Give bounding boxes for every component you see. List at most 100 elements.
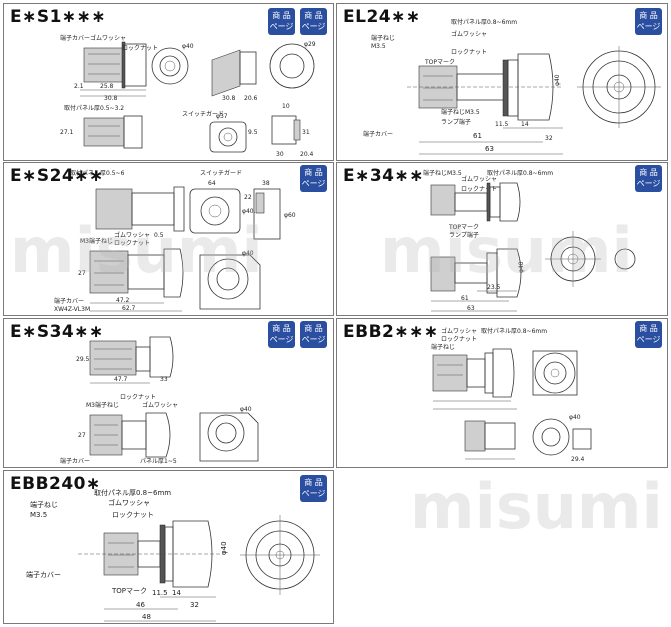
dim: 27 [78, 432, 86, 439]
dim: 23.5 [487, 284, 501, 291]
dim: 29.5 [76, 356, 90, 363]
product-page-button[interactable]: 商 品ページ [635, 165, 662, 192]
badge-text: ページ [301, 22, 326, 31]
dim: 11.5 [152, 589, 168, 597]
dim: 38 [262, 180, 270, 187]
label: ランプ端子 [449, 231, 479, 239]
dim: 20.6 [244, 95, 258, 102]
dim: φ40 [569, 414, 581, 421]
dim: 32 [545, 135, 553, 142]
es24-drawing: 取付パネル厚0.5~6 スイッチガード 64 φ40.2 38 22 φ60 M… [54, 169, 296, 313]
panel-title: EBB2∗∗∗ [343, 322, 439, 342]
label: 取付パネル厚0.8~6mm [481, 327, 547, 335]
dim: φ37 [216, 113, 228, 120]
dim: 47.2 [116, 297, 130, 304]
watermark: misumi [410, 470, 663, 543]
panel-ebb240: EBB240∗ 商 品ページ 端子ねじ M3.5 取付パネル厚0.8~6mm ゴ… [3, 470, 334, 624]
dim: φ40 [242, 250, 254, 257]
dim: φ40 [518, 261, 525, 273]
dim: 27.1 [60, 129, 74, 136]
label: ゴムワッシャ [142, 401, 178, 409]
product-page-button[interactable]: 商 品ページ [635, 321, 662, 348]
badge-text: ページ [301, 335, 326, 344]
product-page-button[interactable]: 商 品ページ [268, 8, 295, 35]
label: M3.5 [30, 511, 47, 519]
label: ロックナット [112, 511, 154, 519]
dim: 10 [282, 103, 290, 110]
dim: 30.8 [104, 95, 118, 102]
panel-title: E∗S24∗∗ [10, 166, 104, 186]
e34-drawing: 端子ねじM3.5 ゴムワッシャ 取付パネル厚0.8~6mm ロックナット TOP… [423, 169, 636, 312]
label: ロックナット [451, 49, 487, 56]
badge-text: ページ [269, 22, 294, 31]
label: パネル厚1~5 [140, 458, 177, 465]
label: 端子カバー [54, 297, 84, 305]
ebb240-drawing: 端子ねじ M3.5 取付パネル厚0.8~6mm ゴムワッシャ ロックナット TO… [26, 488, 320, 622]
dim: 63 [485, 145, 494, 153]
dim: 0.5 [154, 232, 164, 239]
dim: φ40 [240, 406, 252, 413]
label: 取付パネル厚0.8~6mm [487, 169, 553, 177]
panel-title: E∗34∗∗ [343, 166, 425, 186]
label: ロックナット [441, 336, 477, 343]
label: ゴムワッシャ [441, 327, 477, 335]
badge-text: 商 品 [304, 478, 323, 487]
product-page-button[interactable]: 商 品ページ [300, 165, 327, 192]
dim: 61 [473, 132, 482, 140]
badge-text: 商 品 [639, 168, 658, 177]
panel-es1: E∗S1∗∗∗ 商 品ページ 商 品ページ 端子カバー ゴムワッシャ ロックナッ… [3, 3, 334, 161]
label: M3端子ねじ [86, 401, 119, 409]
product-page-button[interactable]: 商 品ページ [268, 321, 295, 348]
label: 取付パネル厚0.8~6mm [94, 488, 171, 497]
product-page-button[interactable]: 商 品ページ [300, 321, 327, 348]
badge-text: 商 品 [639, 324, 658, 333]
badge-text: 商 品 [304, 168, 323, 177]
panel-es24: E∗S24∗∗ 商 品ページ 取付パネル厚0.5~6 スイッチガード 64 φ4… [3, 162, 334, 316]
label: TOPマーク [424, 59, 455, 66]
panel-es34: E∗S34∗∗ 商 品ページ 商 品ページ 29.5 47.7 33 ロックナッ… [3, 318, 334, 468]
panel-e34: E∗34∗∗ 商 品ページ 端子ねじM3.5 ゴムワッシャ 取付パネル厚0.8~… [336, 162, 668, 316]
label: ゴムワッシャ [90, 34, 126, 42]
dim: φ40 [220, 541, 228, 555]
label: スイッチガード [182, 110, 224, 118]
product-page-button[interactable]: 商 品ページ [300, 475, 327, 502]
label: 取付パネル厚0.8~6mm [451, 18, 517, 26]
product-page-button[interactable]: 商 品ページ [300, 8, 327, 35]
dim: 2.1 [74, 83, 84, 90]
dim: φ40 [182, 43, 194, 50]
dim: 48 [142, 613, 151, 621]
dim: 29.4 [571, 456, 585, 463]
dim: 22 [244, 194, 252, 201]
dim: 30 [276, 151, 284, 158]
dim: φ40 [554, 74, 561, 86]
dim: 64 [208, 180, 216, 187]
badge-text: 商 品 [639, 11, 658, 20]
dim: 61 [461, 295, 469, 302]
es34-drawing: 29.5 47.7 33 ロックナット M3端子ねじ ゴムワッシャ 27 端子カ… [60, 336, 259, 465]
dim: 47.7 [114, 376, 128, 383]
dim: 32 [190, 601, 199, 609]
badge-text: ページ [636, 335, 661, 344]
label: ゴムワッシャ [108, 498, 150, 507]
label: 端子ねじ [371, 34, 395, 42]
label: ロックナット [122, 45, 158, 52]
label: 端子カバー [60, 457, 90, 465]
product-page-button[interactable]: 商 品ページ [635, 8, 662, 35]
badge-text: ページ [301, 179, 326, 188]
badge-text: 商 品 [272, 11, 291, 20]
badge-text: ページ [636, 22, 661, 31]
label: M3.5 [371, 43, 386, 50]
label: ゴムワッシャ [461, 175, 497, 183]
dim: 11.5 [495, 121, 509, 128]
badge-text: 商 品 [304, 11, 323, 20]
dim: φ40.2 [242, 208, 260, 215]
label: ゴムワッシャ [114, 231, 150, 239]
label: スイッチガード [200, 169, 242, 177]
label: TOPマーク [111, 587, 147, 595]
label: ゴムワッシャ [451, 30, 487, 38]
dim: 27 [78, 270, 86, 277]
label: ロックナット [114, 240, 150, 247]
label: 端子ねじM3.5 [441, 108, 480, 116]
panel-title: EBB240∗ [10, 474, 101, 494]
